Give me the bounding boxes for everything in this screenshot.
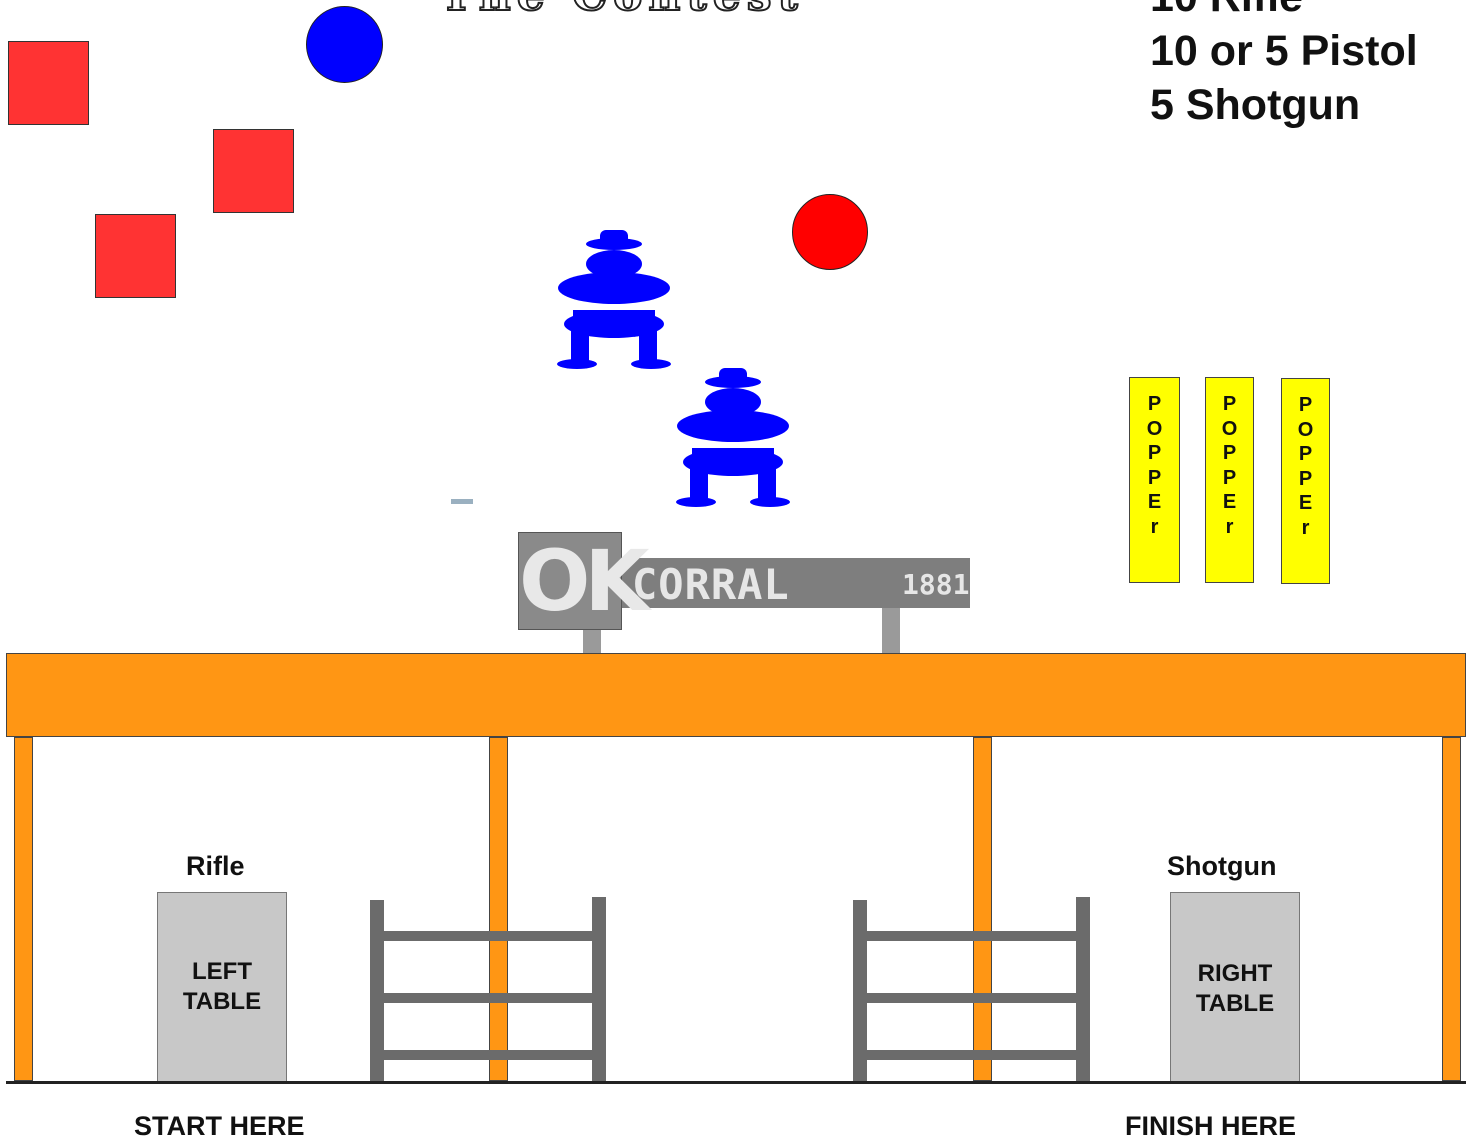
popper-letter: P [1130,392,1179,417]
fence-rail [370,931,606,941]
round-count-rifle: 10 Rifle [1150,0,1418,24]
sign-post [583,626,601,654]
round-count-shotgun: 5 Shotgun [1150,78,1418,132]
left-table-gun-label: Rifle [186,851,245,882]
blue-round-target [306,6,383,83]
popper-letter: E [1206,490,1253,515]
popper-letter: E [1130,490,1179,515]
sign-ok-text: OK [518,532,622,630]
red-round-target [792,194,868,270]
popper-letter: P [1206,466,1253,491]
fence-rail [370,993,606,1003]
round-count-pistol: 10 or 5 Pistol [1150,24,1418,78]
fence-rail [370,1050,606,1060]
popper-letter: P [1282,467,1329,492]
cowboy-silhouette-target [674,366,792,508]
popper-letter: E [1282,491,1329,516]
roof-post [14,737,33,1081]
popper-letter: r [1206,515,1253,540]
sign-corral-text: CORRAL [632,560,790,609]
popper-letter: O [1206,417,1253,442]
marker-dash [451,499,473,504]
right-table: RIGHT TABLE [1170,892,1300,1082]
finish-label: FINISH HERE [1125,1111,1296,1142]
start-label: START HERE [134,1111,305,1142]
sign-year-text: 1881 [902,568,969,601]
shelter-roof [6,653,1466,737]
popper-letter: P [1206,392,1253,417]
fence-rail [853,993,1090,1003]
popper-letter: O [1130,417,1179,442]
fence-rail [853,931,1090,941]
stage-title: The Contest [440,0,980,30]
left-table: LEFT TABLE [157,892,287,1082]
fence-left [370,897,607,1081]
left-table-line2: TABLE [158,987,286,1017]
popper-letter: O [1282,418,1329,443]
popper-letter: r [1282,516,1329,541]
popper-letter: P [1130,466,1179,491]
popper-letter: P [1130,441,1179,466]
popper-letter: P [1282,393,1329,418]
round-counts: 10 Rifle 10 or 5 Pistol 5 Shotgun [1150,0,1418,132]
fence-rail [853,1050,1090,1060]
square-target [8,41,89,125]
ground-line [6,1081,1466,1084]
square-target [213,129,294,213]
cowboy-silhouette-target [555,228,673,370]
right-table-line2: TABLE [1171,989,1299,1019]
right-table-line1: RIGHT [1171,959,1299,989]
sign-post [882,604,900,654]
roof-post [1442,737,1461,1081]
right-table-gun-label: Shotgun [1167,851,1276,882]
popper-letter: r [1130,515,1179,540]
left-table-line1: LEFT [158,957,286,987]
popper-letter: P [1282,442,1329,467]
ok-corral-sign-board: CORRAL 1881 [620,558,970,608]
fence-right [853,897,1091,1081]
popper-letter: P [1206,441,1253,466]
square-target [95,214,176,298]
